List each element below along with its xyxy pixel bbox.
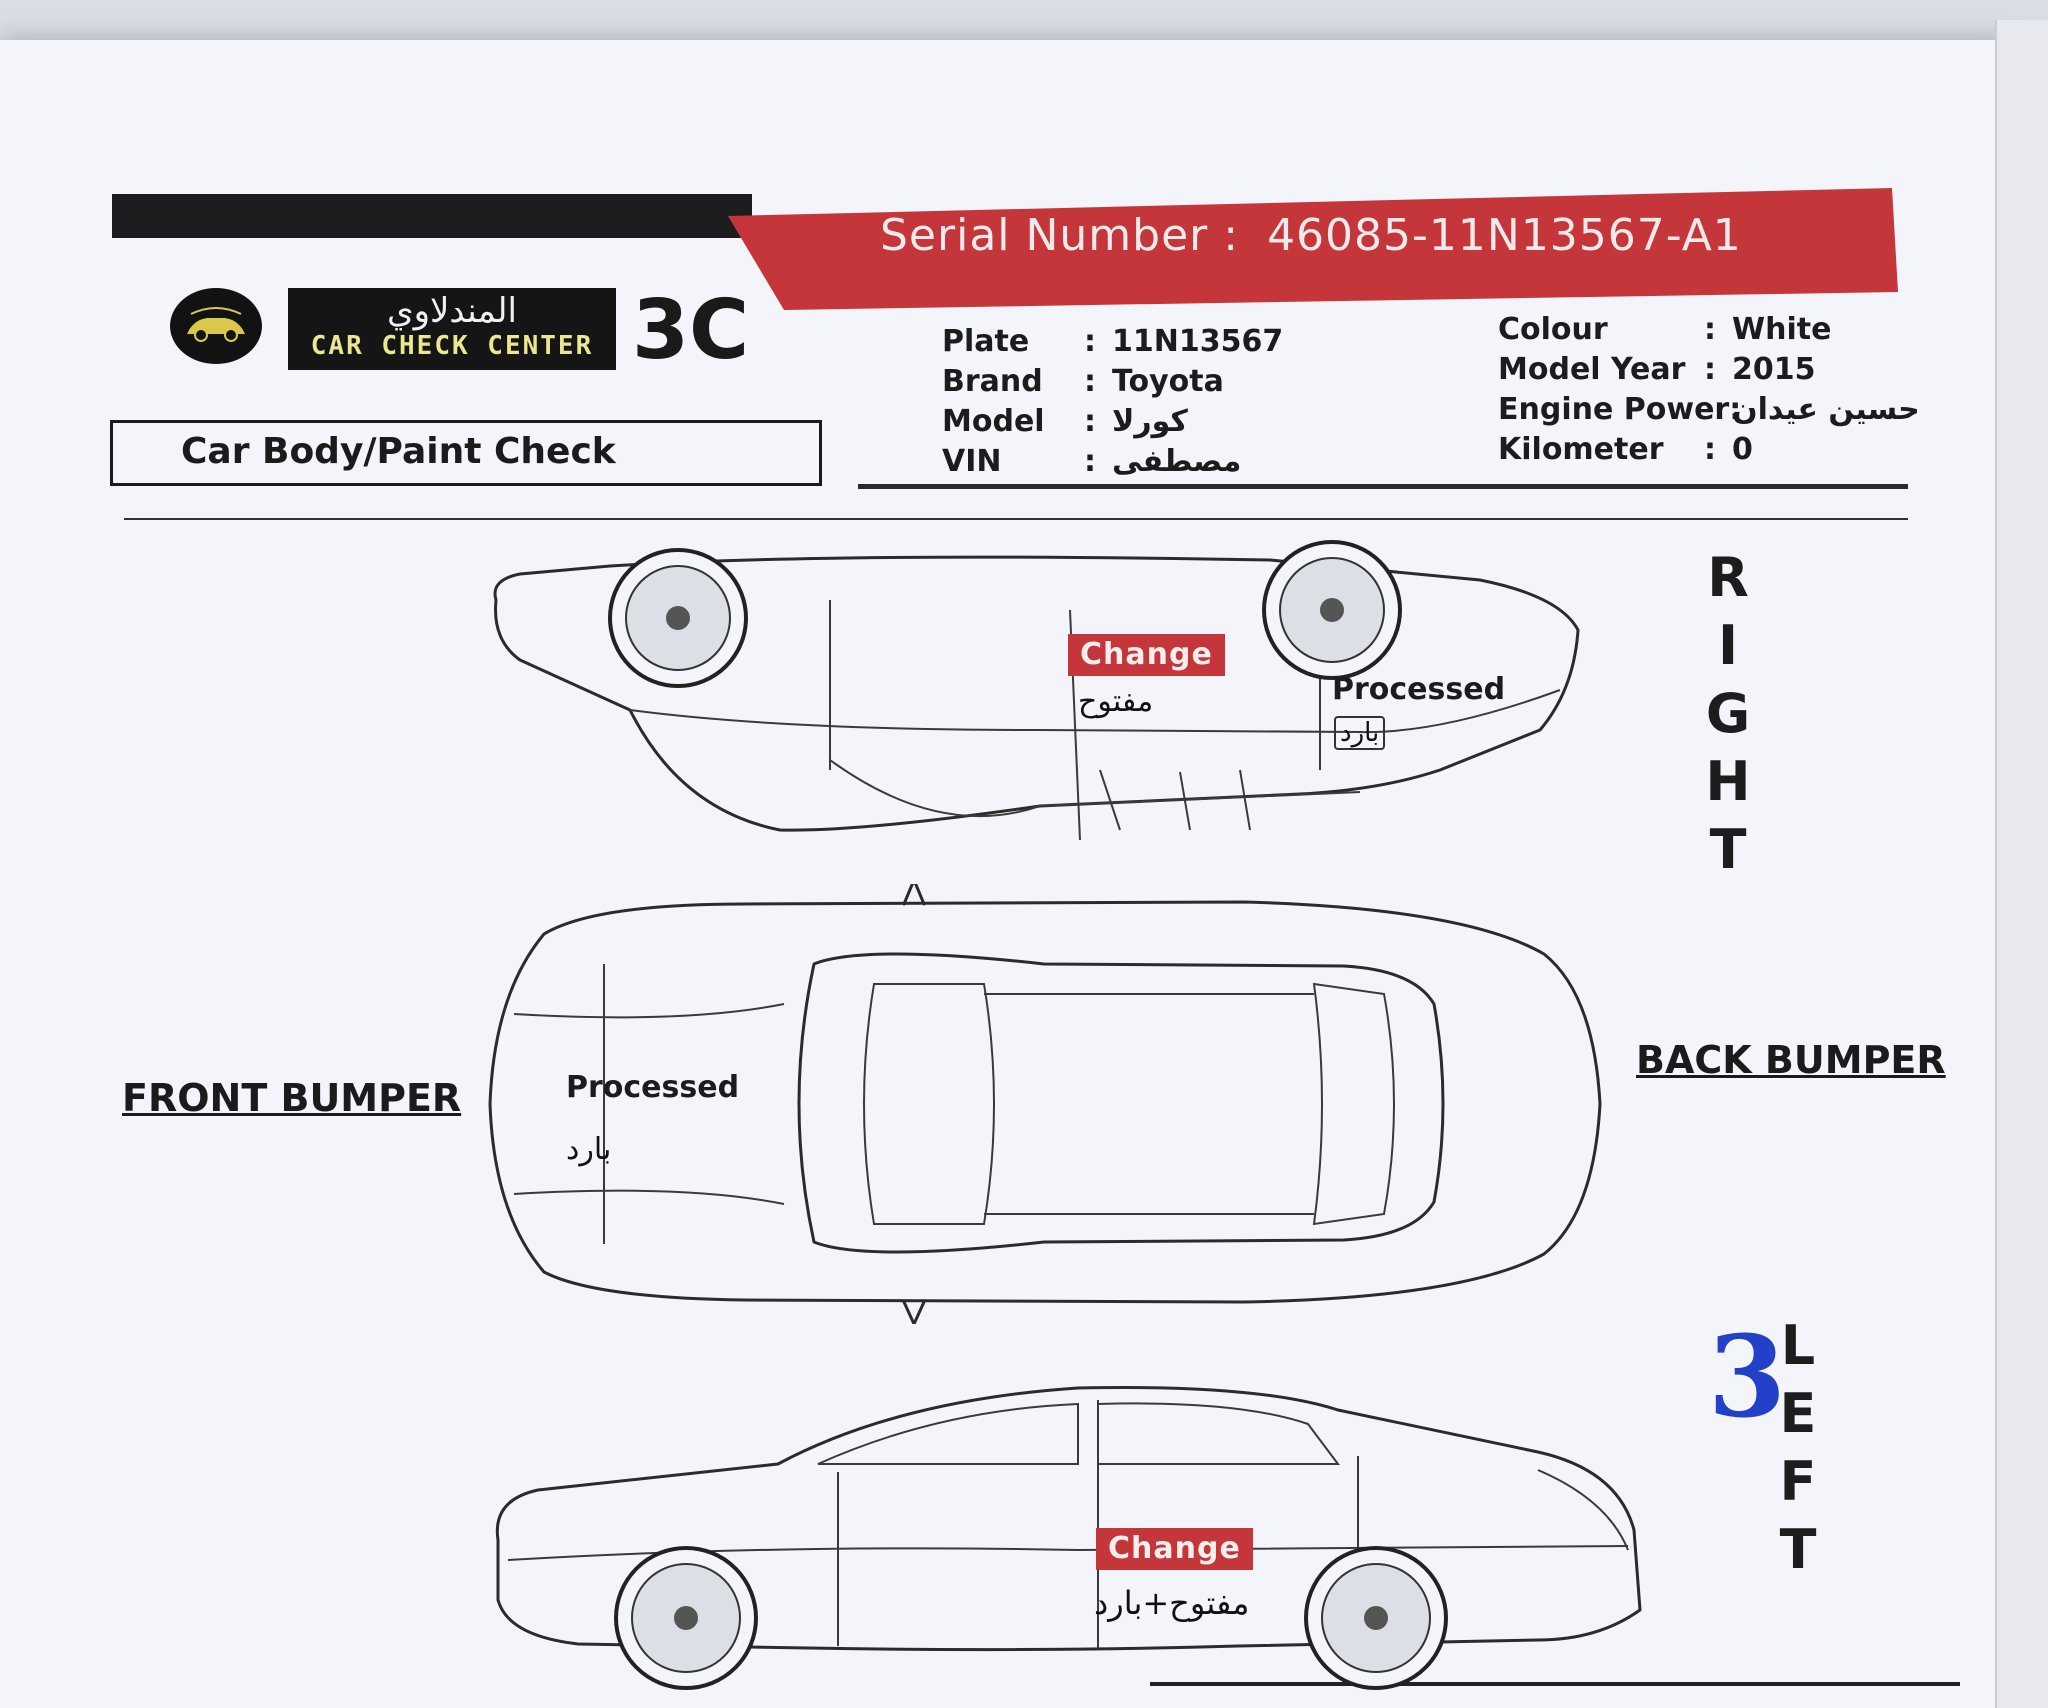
info-row-vin: VIN:مصطفى [942,444,1242,479]
info-row-brand: Brand:Toyota [942,364,1224,399]
front-bumper-label: FRONT BUMPER [122,1076,462,1120]
top-processed-note: بارد [566,1132,612,1167]
vehicle-info-left: Plate:11N13567 Brand:Toyota Model:كورلا … [942,322,1283,482]
info-row-kilometer: Kilometer:0 [1498,432,1753,467]
info-row-colour: Colour:White [1498,312,1832,347]
car-right-side-diagram [493,540,1580,841]
header-black-bar [112,194,752,238]
right-side-processed-label: Processed [1332,672,1506,707]
left-side-change-note: مفتوح+بارد [1094,1584,1250,1622]
check-title: Car Body/Paint Check [110,420,822,486]
info-row-model-year: Model Year:2015 [1498,352,1816,387]
handwritten-number: 3 [1708,1312,1786,1443]
right-side-change-note: مفتوح [1078,684,1154,719]
back-bumper-label: BACK BUMPER [1636,1038,1946,1082]
left-side-label: L E F T [1779,1314,1817,1581]
right-side-label: R I G H T [1705,546,1751,881]
right-side-change-tag: Change [1068,634,1225,676]
info-row-engine-power: Engine Power:حسين عيدان [1498,392,1920,427]
brand-logo: المندلاوي CAR CHECK CENTER [288,288,616,370]
serial-number-label: Serial Number : [880,210,1240,261]
right-side-processed-note: بارد [1334,716,1386,750]
vehicle-info-right: Colour:White Model Year:2015 Engine Powe… [1498,310,1920,470]
serial-number-value: 46085-11N13567-A1 [1267,210,1742,261]
info-underline [858,484,1908,489]
left-side-change-tag: Change [1096,1528,1253,1570]
folder-edge [1995,20,2048,1708]
brand-name-arabic: المندلاوي [387,291,517,331]
car-top-diagram [488,884,1602,1324]
info-row-model: Model:كورلا [942,404,1188,439]
car-logo-icon [170,288,262,364]
brand-mark: 3C [632,283,750,378]
top-processed-label: Processed [566,1070,740,1105]
car-left-side-diagram [495,1385,1642,1690]
section-divider [124,518,1908,520]
bottom-rule [1150,1682,1960,1686]
brand-name-english: CAR CHECK CENTER [310,331,594,361]
info-row-plate: Plate:11N13567 [942,324,1284,359]
serial-number-banner [728,188,1898,310]
serial-number: Serial Number : 46085-11N13567-A1 [880,210,1742,261]
